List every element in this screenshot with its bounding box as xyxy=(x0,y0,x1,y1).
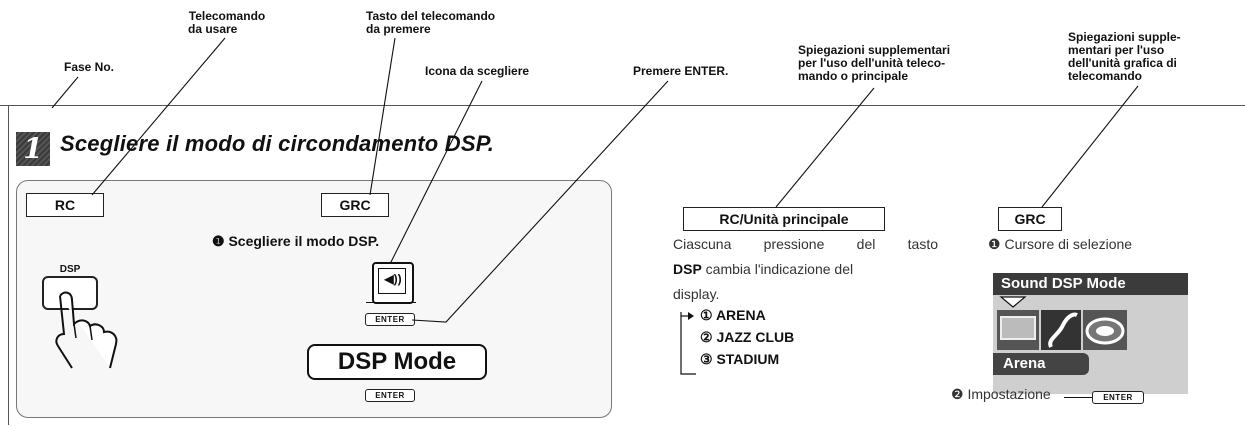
arena-icon[interactable] xyxy=(997,310,1039,350)
callout-spiegazioni-rc: Spiegazioni supplementari per l'uso dell… xyxy=(798,44,1028,83)
desc-line1: Ciascuna pressione del tasto xyxy=(673,236,938,252)
option-1-label: ARENA xyxy=(715,307,766,323)
grc-tag-right: GRC xyxy=(998,207,1062,231)
step-title: Scegliere il modo di circondamento DSP. xyxy=(60,131,495,156)
option-3: ③ STADIUM xyxy=(700,348,779,370)
substep-marker: ❶ xyxy=(212,233,225,249)
desc-line3: display. xyxy=(673,286,720,302)
callout-spiegazioni-grc-line4: telecomando xyxy=(1068,69,1143,83)
substep-choose-dsp: ❶ Scegliere il modo DSP. xyxy=(212,233,379,250)
enter-key-2[interactable]: ENTER xyxy=(365,389,415,402)
callout-spiegazioni-rc-line2: per l'uso dell'unità teleco- xyxy=(798,56,946,70)
cursor-marker: ❶ xyxy=(988,236,1001,252)
desc-line2-rest: cambia l'indicazione del xyxy=(701,261,854,277)
desc-line2: DSP cambia l'indicazione del xyxy=(673,257,938,282)
grc-tag: GRC xyxy=(321,193,389,217)
callout-spiegazioni-grc-line3: dell'unità grafica di xyxy=(1068,56,1177,70)
leader-enter xyxy=(411,80,669,323)
grc-screen-icons xyxy=(997,296,1127,350)
rc-tag: RC xyxy=(26,193,104,217)
setting-marker: ❷ xyxy=(951,386,964,402)
callout-fase-no: Fase No. xyxy=(64,60,115,74)
stadium-icon[interactable] xyxy=(1083,310,1127,350)
selection-cursor-icon xyxy=(999,296,1027,308)
callout-spiegazioni-rc-line1: Spiegazioni supplementari xyxy=(798,43,951,57)
substep-text: Scegliere il modo DSP. xyxy=(228,233,380,249)
dsp-remote-key[interactable]: DSP xyxy=(42,264,98,310)
option-2: ② JAZZ CLUB xyxy=(700,326,794,348)
callout-telecomando-line2: da usare xyxy=(188,22,238,36)
setting-leader-line xyxy=(1064,397,1092,398)
option-3-num: ③ xyxy=(700,351,713,367)
jazz-club-icon[interactable] xyxy=(1041,310,1081,350)
cursor-caption: ❶ Cursore di selezione xyxy=(988,236,1132,253)
callout-spiegazioni-rc-line3: mando o principale xyxy=(798,69,909,83)
enter-key-1[interactable]: ENTER xyxy=(365,313,415,326)
cursor-text: Cursore di selezione xyxy=(1004,236,1133,252)
desc-dsp-bold: DSP xyxy=(673,261,702,277)
dsp-key-label: DSP xyxy=(59,264,81,275)
leader-tasto xyxy=(369,37,396,196)
left-rule xyxy=(8,105,9,425)
option-2-label: JAZZ CLUB xyxy=(716,329,795,345)
option-1: ① ARENA xyxy=(700,304,766,326)
leader-spieg-rc xyxy=(775,87,875,208)
header-rule xyxy=(0,105,1245,106)
leader-telecomando xyxy=(91,37,226,196)
option-3-label: STADIUM xyxy=(716,351,780,367)
callout-telecomando-line1: Telecomando xyxy=(188,9,266,23)
setting-caption: ❷ Impostazione xyxy=(951,386,1051,403)
dsp-mode-button[interactable]: DSP Mode xyxy=(307,344,487,380)
pressing-hand-icon xyxy=(55,291,118,369)
setting-text: Impostazione xyxy=(967,386,1051,402)
callout-tasto: Tasto del telecomando da premere xyxy=(366,10,556,36)
callout-spiegazioni-grc-line1: Spiegazioni supple- xyxy=(1068,30,1181,44)
grc-selected-mode: Arena xyxy=(993,353,1089,375)
callout-spiegazioni-grc: Spiegazioni supple- mentari per l'uso de… xyxy=(1068,31,1238,83)
rc-unit-description: Ciascuna pressione del tasto DSP cambia … xyxy=(673,232,938,307)
callout-telecomando: Telecomando da usare xyxy=(172,10,282,36)
leader-icona xyxy=(390,80,483,263)
callout-premere-enter: Premere ENTER. xyxy=(633,64,729,78)
leader-fase xyxy=(51,76,79,109)
icon-stand xyxy=(366,302,416,303)
callout-spiegazioni-grc-line2: mentari per l'uso xyxy=(1068,43,1165,57)
cycle-arrow-icon xyxy=(680,312,696,375)
rc-unit-tag: RC/Unità principale xyxy=(683,207,885,231)
grc-screen-title: Sound DSP Mode xyxy=(993,273,1188,295)
step-number-badge: 1 xyxy=(16,132,50,166)
speaker-icon: ◀)) xyxy=(384,272,402,286)
callout-tasto-line2: da premere xyxy=(366,22,431,36)
dsp-icon-button[interactable]: ◀)) xyxy=(372,262,414,304)
callout-icona: Icona da scegliere xyxy=(425,64,530,78)
callout-tasto-line1: Tasto del telecomando xyxy=(366,9,496,23)
option-2-num: ② xyxy=(700,329,713,345)
dsp-icon-inner xyxy=(378,268,406,294)
option-1-num: ① xyxy=(700,307,713,323)
leader-spieg-grc xyxy=(1041,85,1139,208)
enter-key-3[interactable]: ENTER xyxy=(1092,391,1144,404)
